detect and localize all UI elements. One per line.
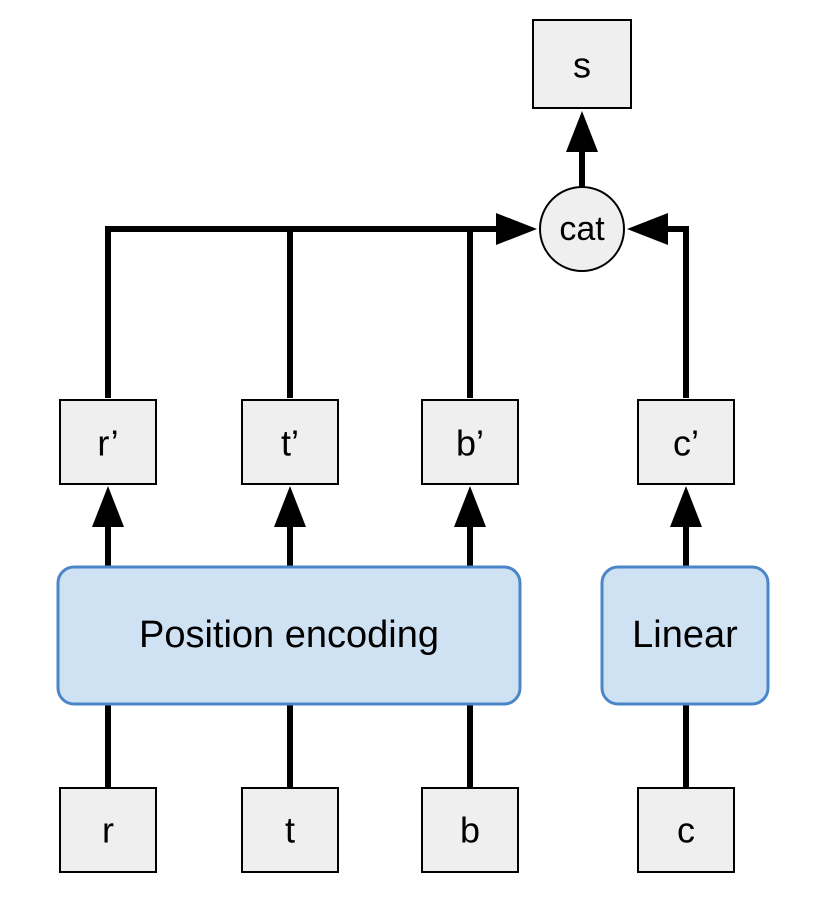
position-encoding-block xyxy=(56,565,522,706)
position-encoding-label: Position encoding xyxy=(139,614,439,656)
encoded-label-t: t’ xyxy=(281,423,299,464)
encoded-node-c xyxy=(637,399,735,485)
input-node-b xyxy=(421,787,519,873)
input-node-t xyxy=(241,787,339,873)
input-label-b: b xyxy=(460,810,480,851)
input-label-c: c xyxy=(677,810,695,851)
input-node-c xyxy=(637,787,735,873)
encoded-node-t xyxy=(241,399,339,485)
encoded-node-r xyxy=(59,399,157,485)
encoded-node-b xyxy=(421,399,519,485)
linear-label: Linear xyxy=(632,614,738,656)
arrowhead-b-prime xyxy=(454,486,486,527)
concat-label: cat xyxy=(559,210,605,248)
output-label: s xyxy=(573,45,591,86)
encoded-label-r: r’ xyxy=(97,423,118,464)
arrowhead-r-prime xyxy=(92,486,124,527)
linear-block xyxy=(600,565,770,706)
arrowhead-s xyxy=(566,111,598,152)
arrowhead-cat-left xyxy=(496,213,537,245)
encoded-label-b: b’ xyxy=(456,423,484,464)
concat-node xyxy=(539,186,625,272)
input-label-t: t xyxy=(285,810,295,851)
input-node-r xyxy=(59,787,157,873)
arrowhead-cat-right xyxy=(627,213,668,245)
input-label-r: r xyxy=(102,810,114,851)
output-node-s xyxy=(532,19,632,109)
encoded-label-c: c’ xyxy=(673,423,699,464)
arrowhead-c-prime xyxy=(670,486,702,527)
arrowhead-t-prime xyxy=(274,486,306,527)
